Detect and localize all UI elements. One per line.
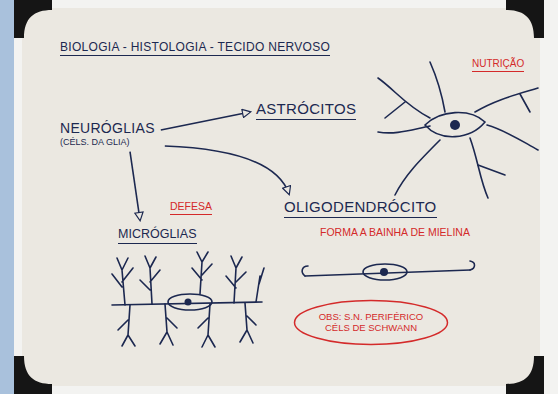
note-ellipse: OBS: S.N. PERIFÉRICO CÉLS DE SCHWANN bbox=[293, 299, 449, 346]
cell-type-heading: MICRÓGLIAS bbox=[118, 224, 197, 244]
node-subtext: (CÉLS. DA GLIA) bbox=[60, 137, 155, 148]
node-heading: NEURÓGLIAS bbox=[60, 120, 155, 137]
cell-type-heading: NEURÓGLIAS(CÉLS. DA GLIA) bbox=[60, 120, 155, 148]
red-annotation: DEFESA bbox=[170, 200, 212, 215]
node-subtext: FORMA A BAINHA DE MIELINA bbox=[320, 226, 470, 239]
hollow-arrow bbox=[165, 146, 289, 194]
cell-type-heading: ASTRÓCITOS bbox=[256, 100, 356, 120]
red-annotation: NUTRIÇÃO bbox=[472, 58, 524, 72]
node-heading: ASTRÓCITOS bbox=[256, 100, 356, 120]
cell-type-heading: OLIGODENDRÓCITO FORMA A BAINHA DE MIELINA bbox=[284, 198, 470, 239]
ellipse-shape bbox=[295, 300, 448, 344]
board-title: BIOLOGIA - HISTOLOGIA - TECIDO NERVOSO bbox=[60, 40, 330, 56]
hollow-arrow bbox=[130, 152, 140, 220]
node-heading: OBS: S.N. PERIFÉRICO CÉLS DE SCHWANN bbox=[315, 311, 427, 334]
hollow-arrow bbox=[161, 112, 250, 130]
node-heading: OLIGODENDRÓCITO bbox=[284, 198, 437, 218]
node-heading: MICRÓGLIAS bbox=[118, 227, 197, 244]
